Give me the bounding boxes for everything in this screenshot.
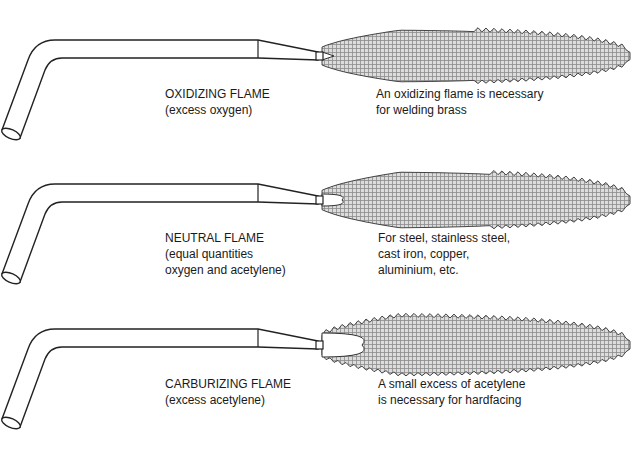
flame-note: An oxidizing flame is necessary for weld… <box>376 86 543 118</box>
flame-name: NEUTRAL FLAME (equal quantities oxygen a… <box>165 230 286 278</box>
inner-cone <box>322 194 343 206</box>
tube-end <box>0 270 22 286</box>
nozzle-tip <box>316 341 323 349</box>
tube-end <box>0 126 22 142</box>
flame-name: OXIDIZING FLAME (excess oxygen) <box>165 86 270 118</box>
torch-body <box>2 329 318 427</box>
torch-body <box>2 184 318 282</box>
nozzle-tip <box>316 52 323 60</box>
inner-cone <box>322 52 334 60</box>
flame-note: For steel, stainless steel, cast iron, c… <box>378 230 510 278</box>
tube-end <box>0 415 22 431</box>
flame <box>322 313 630 376</box>
flame-note: A small excess of acetylene is necessary… <box>378 376 525 408</box>
inner-cone <box>322 333 364 357</box>
torch-joint <box>257 184 258 202</box>
torch-body <box>2 40 318 138</box>
torch-joint <box>257 40 258 58</box>
flame <box>322 171 630 229</box>
torch-joint <box>257 329 258 347</box>
flame <box>322 28 630 84</box>
flame-name: CARBURIZING FLAME (excess acetylene) <box>165 376 291 408</box>
nozzle-tip <box>316 196 323 204</box>
